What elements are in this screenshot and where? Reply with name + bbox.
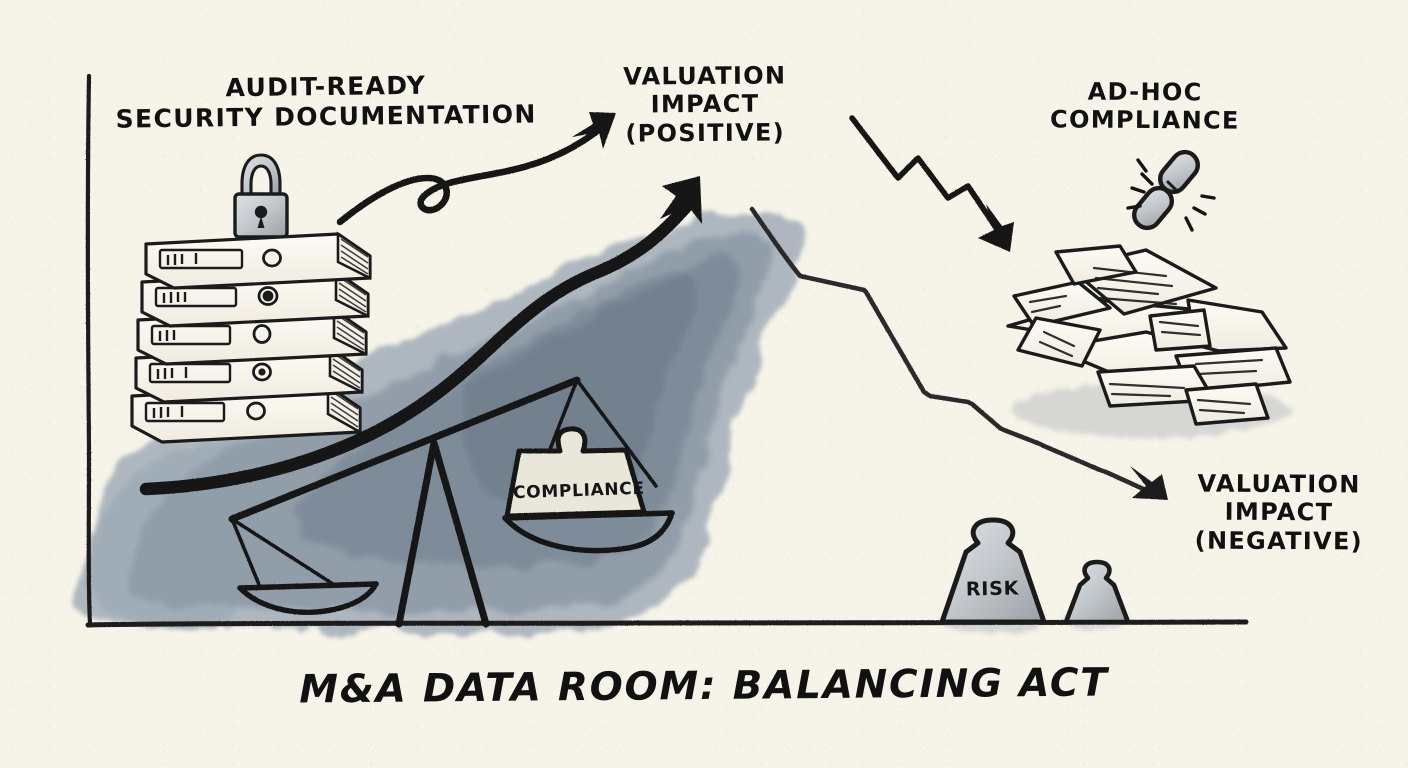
positive-trend-curve xyxy=(139,176,702,496)
zigzag-arrowhead xyxy=(978,204,1014,252)
trend-arrowhead xyxy=(660,176,702,224)
downturn-zigzag-arrow xyxy=(849,115,1014,252)
label-valuation-impact-negative: VALUATION IMPACT (NEGATIVE) xyxy=(1194,469,1364,556)
squiggle-arrowhead xyxy=(572,112,616,149)
x-axis xyxy=(85,619,1249,628)
upward-squiggle-arrow xyxy=(336,112,616,226)
label-valuation-impact-positive: VALUATION IMPACT (POSITIVE) xyxy=(623,61,787,148)
risk-weight-label: RISK xyxy=(965,577,1020,601)
impact-burst-lines xyxy=(1126,158,1216,232)
risk-weight-small xyxy=(1063,559,1131,630)
balance-scale-icon xyxy=(228,376,675,628)
broken-chain-link-icon xyxy=(1126,149,1216,232)
decline-arrowhead xyxy=(1130,466,1168,500)
chart-axes xyxy=(85,73,1249,628)
messy-paper-pile-icon xyxy=(1006,244,1292,438)
label-ad-hoc-compliance: AD-HOC COMPLIANCE xyxy=(1050,77,1240,135)
binder-stack-icon xyxy=(130,231,372,444)
risk-weight-large xyxy=(939,517,1047,634)
y-axis xyxy=(85,73,93,627)
negative-trend-line xyxy=(749,206,1168,500)
closed-padlock-icon xyxy=(233,153,289,239)
label-audit-ready-security-documentation: AUDIT-READY SECURITY DOCUMENTATION xyxy=(115,70,537,134)
